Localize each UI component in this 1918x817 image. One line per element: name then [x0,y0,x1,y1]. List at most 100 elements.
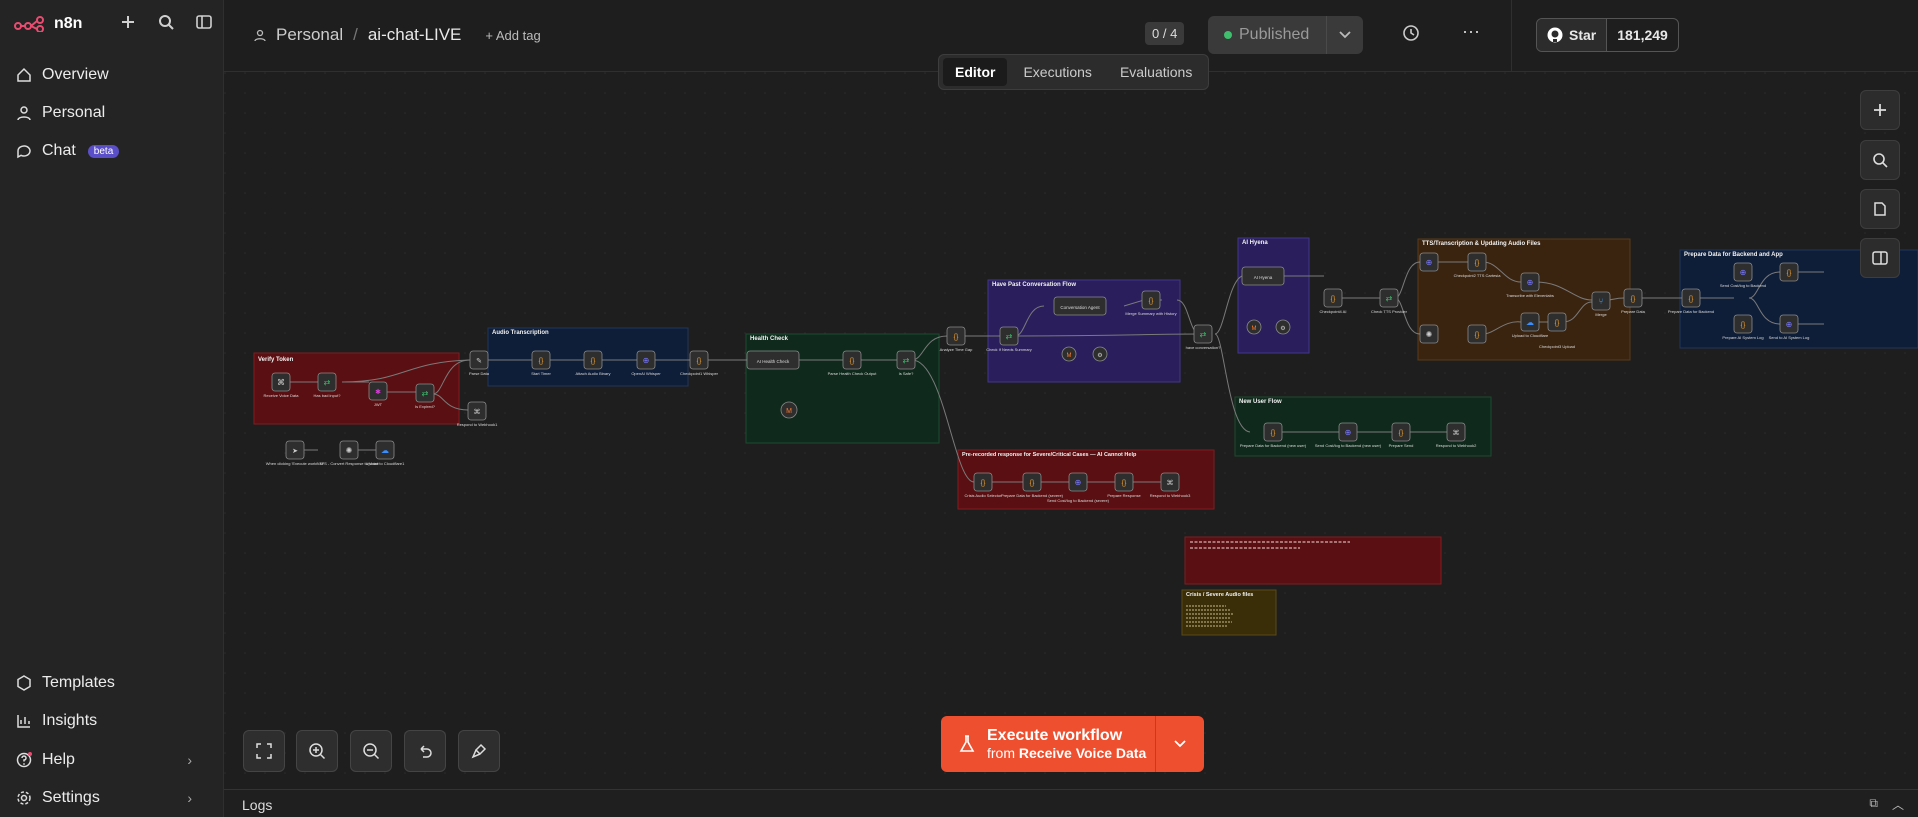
group-title: TTS/Transcription & Updating Audio Files [1422,241,1541,247]
sticky-note-button[interactable] [1860,189,1900,229]
node-conv-model-icon[interactable]: M [1061,346,1077,362]
node-conversation-agent[interactable]: Conversation Agent [1053,296,1107,316]
svg-text:Respond to Webhook3: Respond to Webhook3 [1150,493,1191,498]
node-tts-openai[interactable]: ✺ [1419,324,1439,344]
tab-executions[interactable]: Executions [1023,64,1092,80]
logs-panel[interactable]: Logs ⧉ ︿ [224,789,1918,817]
node-hyena-model-icon[interactable]: M [1246,319,1262,335]
node-insert-summary[interactable]: {} [1779,262,1799,282]
chevron-down-icon[interactable] [1326,16,1363,54]
fit-view-button[interactable] [243,730,285,772]
search-icon[interactable] [156,12,176,32]
node-upload-cloudflare1[interactable]: ☁Upload to Cloudflare1 [366,440,405,466]
toggle-panel-button[interactable] [1860,238,1900,278]
breadcrumb-project[interactable]: Personal [276,25,344,44]
nav-templates[interactable]: Templates [16,670,115,696]
group-crisis-audio[interactable]: Crisis / Severe Audio files [1181,589,1277,636]
node-is-expired[interactable]: ⇄Is Expired? [415,383,436,409]
node-has-bad-input[interactable]: ⇄Has bad input? [314,372,342,398]
node-prepare-new-user[interactable]: {}Prepare Data for Backend (new user) [1240,422,1307,448]
group-notes-red[interactable] [1184,536,1442,585]
nav-overview[interactable]: Overview [16,62,109,88]
node-send-severe[interactable]: ⊕Send Cost/log to Backend (severe) [1047,472,1110,503]
node-tts-cartesia[interactable]: ⊕ [1419,252,1439,272]
add-icon[interactable] [118,12,138,32]
zoom-out-button[interactable] [350,730,392,772]
node-prepare-backend[interactable]: {}Prepare Data for Backend [1668,288,1714,314]
group-health-check[interactable]: Health Check [745,333,940,444]
github-star-button[interactable]: Star 181,249 [1536,18,1679,52]
node-respond-webhook3[interactable]: ⌘Respond to Webhook3 [1150,472,1191,498]
node-checkpoint1[interactable]: {}Checkpoint1 Whisper [680,350,719,376]
node-check-summary[interactable]: ⇄Check If Needs Summary [986,326,1032,352]
node-hyena-tool-icon[interactable]: ⚙ [1275,319,1291,335]
node-merge-summary[interactable]: {}Merge Summary with History [1125,290,1177,316]
n8n-logo[interactable]: n8n [14,12,82,36]
node-receive-voice-data[interactable]: ⌘Receive Voice Data [264,372,300,398]
execute-workflow-button[interactable]: Execute workflow from Receive Voice Data [941,716,1204,772]
node-checkpoint3[interactable]: {}Checkpoint3 Upload [1539,312,1575,349]
node-upload-cloudflare[interactable]: ☁Upload to Cloudflare [1512,312,1549,338]
nav-chat[interactable]: Chat beta [16,138,120,164]
svg-text:⇄: ⇄ [1006,332,1013,341]
popout-icon[interactable]: ⧉ [1869,796,1878,810]
node-attach-audio[interactable]: {}Attach Audio Binary [576,350,611,376]
workflow-name[interactable]: ai-chat-LIVE [367,25,462,44]
tab-evaluations[interactable]: Evaluations [1119,64,1193,80]
add-tag-button[interactable]: + Add tag [485,27,541,43]
node-have-conversation[interactable]: ⇄have conversation? [1186,324,1221,350]
nav-personal[interactable]: Personal [16,100,105,126]
node-parse-data[interactable]: ✎Parse Data [469,350,490,376]
chevron-down-icon[interactable] [1155,716,1204,772]
node-tts-convert[interactable]: ✺TTS - Convert Response to Voice [319,440,380,466]
node-send-new-user[interactable]: ⊕Send Cost/log to Backend (new user) [1315,422,1382,448]
nav-help[interactable]: Help › [16,747,208,773]
node-prepare-ai-log[interactable]: {}Prepare AI System Log [1722,314,1764,340]
published-button[interactable]: Published [1208,16,1363,54]
node-openai-whisper[interactable]: ⊕OpenAI Whisper [631,350,661,376]
chevron-up-icon[interactable]: ︿ [1891,798,1904,812]
tidy-up-button[interactable] [458,730,500,772]
node-check-tts[interactable]: ⇄Check TTS Provider [1371,288,1408,314]
node-prepare-severe[interactable]: {}Prepare Data for Backend (severe) [1001,472,1064,498]
node-send-ai-log[interactable]: ⊕Send to AI System Log [1769,314,1810,340]
node-manual-trigger[interactable]: ➤When clicking 'Execute workflow' [266,440,325,466]
node-start-timer[interactable]: {}Start Timer [531,350,551,376]
node-prepare-response[interactable]: {}Prepare Response [1107,472,1141,498]
node-parse-health[interactable]: {}Parse Health Check Output [828,350,878,376]
add-node-button[interactable] [1860,90,1900,130]
more-options-icon[interactable]: ⋯ [1462,22,1481,42]
workflow-canvas[interactable]: Verify Token Audio Transcription Health … [224,72,1918,789]
node-ai-health-check[interactable]: AI Health Check [746,350,800,370]
node-health-model-icon[interactable]: M [780,401,798,419]
node-analyze-time-gap[interactable]: {}Analyze Time Gap [940,326,973,352]
node-send-cost-backend[interactable]: ⊕Send Cost/log to Backend [1720,262,1766,288]
node-merge[interactable]: ⑂Merge [1591,291,1611,317]
nav-settings[interactable]: Settings › [16,785,208,811]
history-icon[interactable] [1402,24,1420,47]
zoom-in-button[interactable] [296,730,338,772]
collapse-sidebar-icon[interactable] [194,12,214,32]
node-is-safe[interactable]: ⇄Is Safe? [896,350,916,376]
node-checkpoint4[interactable]: {}Checkpoint4 AI [1320,288,1347,314]
group-ai-hyena[interactable]: AI Hyena [1237,237,1310,354]
node-checkpoint-openai[interactable]: {} [1467,324,1487,344]
nav-insights[interactable]: Insights [16,708,97,734]
svg-text:Transcribe with Elevenlabs: Transcribe with Elevenlabs [1506,293,1554,298]
search-nodes-button[interactable] [1860,140,1900,180]
tab-editor[interactable]: Editor [943,58,1008,86]
execute-workflow-main[interactable]: Execute workflow from Receive Voice Data [941,727,1155,761]
node-respond-webhook2[interactable]: ⌘Respond to Webhook2 [1436,422,1477,448]
node-transcribe-elevenlabs[interactable]: ⊕Transcribe with Elevenlabs [1506,272,1554,298]
node-jwt[interactable]: ✱JWT [368,381,388,407]
node-prepare-data[interactable]: {}Prepare Data [1621,288,1646,314]
node-checkpoint2[interactable]: {}Checkpoint2 TTS Cartesia [1454,252,1502,278]
logo-text: n8n [54,15,83,32]
node-respond-webhook1[interactable]: ⌘Respond to Webhook1 [457,401,498,427]
undo-button[interactable] [404,730,446,772]
node-ai-hyena[interactable]: AI Hyena [1241,266,1285,286]
published-status[interactable]: Published [1208,26,1326,44]
node-crisis-audio[interactable]: {}Crisis Audio Selector [965,472,1003,498]
node-prepare-send[interactable]: {}Prepare Send [1389,422,1414,448]
node-conv-tool-icon[interactable]: ⚙ [1092,346,1108,362]
